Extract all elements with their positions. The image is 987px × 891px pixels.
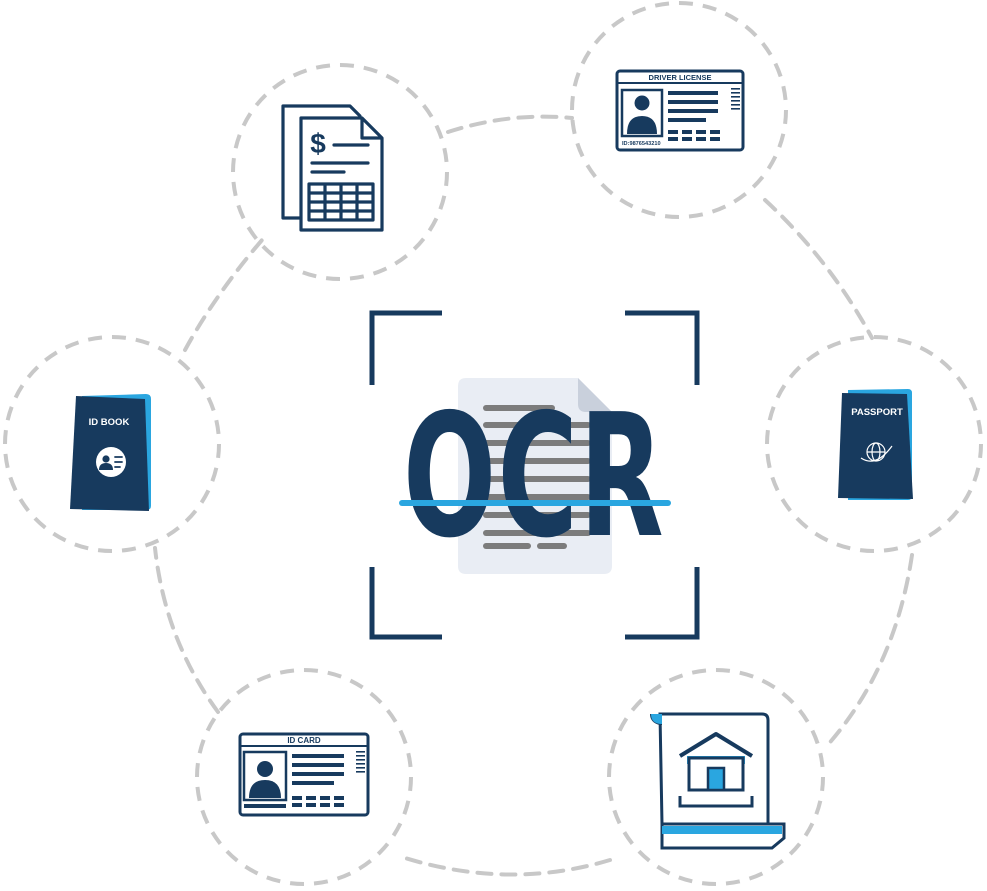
property-deed-circle [607, 668, 825, 886]
passport-label: PASSPORT [851, 407, 903, 418]
connector-idcard-idbook [153, 546, 220, 714]
id-book-label: ID BOOK [89, 417, 130, 428]
frame-corner-bottom-right [625, 567, 700, 640]
connector-idbook-invoice [183, 238, 264, 352]
frame-corner-bottom-left [369, 567, 442, 640]
dollar-symbol: $ [310, 128, 326, 159]
frame-corner-top-right [625, 310, 700, 385]
driver-license-label: DRIVER LICENSE [649, 73, 712, 82]
id-book-circle [3, 335, 221, 553]
passport-icon [838, 389, 913, 500]
scanned-document-icon [458, 378, 612, 574]
property-deed-icon [650, 712, 786, 850]
connector-deed-idcard [403, 856, 612, 877]
id-card-icon [238, 732, 370, 817]
passport-circle [765, 335, 983, 553]
ocr-title: OCR [403, 378, 665, 576]
connector-license-passport [763, 198, 874, 340]
globe-plane-icon [860, 442, 893, 462]
connector-invoice-license [446, 114, 574, 134]
id-card-circle [195, 668, 413, 886]
frame-corner-top-left [369, 310, 442, 385]
connector-network [153, 114, 914, 877]
id-card-label: ID CARD [287, 736, 321, 745]
driver-license-icon [615, 69, 745, 152]
id-book-icon [70, 394, 151, 511]
driver-license-circle [570, 1, 788, 219]
ocr-scan-frame [369, 310, 700, 640]
connector-passport-deed [823, 553, 914, 750]
invoice-circle [231, 63, 449, 281]
node-circles [3, 1, 983, 886]
driver-license-id-number: ID:9876543210 [622, 141, 661, 147]
invoice-icon [281, 104, 384, 232]
